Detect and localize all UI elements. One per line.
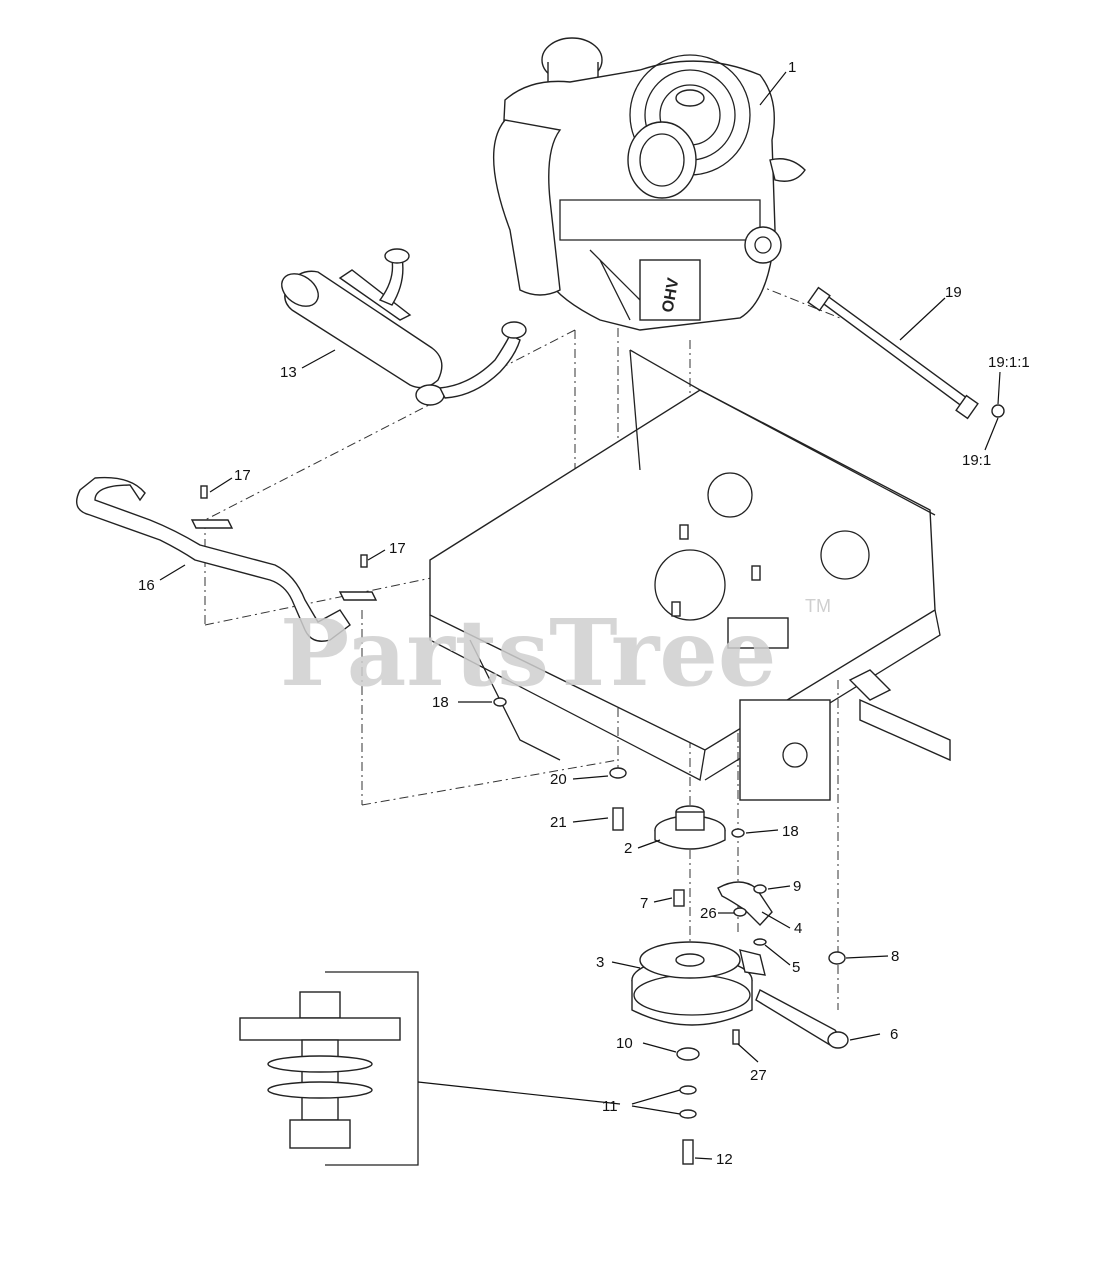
callout-17-a: 17 — [234, 467, 251, 484]
callout-9: 9 — [793, 878, 801, 895]
pulley-assembly — [493, 697, 745, 850]
callout-18-b: 18 — [782, 823, 799, 840]
callout-20: 20 — [550, 771, 567, 788]
leader-lines — [159, 71, 1001, 1160]
callout-5: 5 — [792, 959, 800, 976]
callout-19: 19 — [945, 284, 962, 301]
callout-12: 12 — [716, 1151, 733, 1168]
callout-6: 6 — [890, 1026, 898, 1043]
lower-hardware — [676, 1047, 700, 1165]
engine-part: OHV — [492, 37, 806, 331]
callout-21: 21 — [550, 814, 567, 831]
callout-17-b: 17 — [389, 540, 406, 557]
callout-2: 2 — [624, 840, 632, 857]
detail-inset — [239, 971, 621, 1166]
callout-16: 16 — [138, 577, 155, 594]
shaft-part — [807, 286, 1005, 420]
callout-3: 3 — [596, 954, 604, 971]
callout-4: 4 — [794, 920, 802, 937]
callout-7: 7 — [640, 895, 648, 912]
clutch-assembly — [631, 881, 849, 1049]
callout-18-a: 18 — [432, 694, 449, 711]
muffler-part — [281, 248, 527, 406]
svg-text:OHV: OHV — [660, 276, 683, 313]
callout-27: 27 — [750, 1067, 767, 1084]
watermark: PartsTree — [280, 599, 776, 707]
callout-labels: 1 2 3 4 5 6 7 8 9 10 11 12 13 16 17 17 1… — [138, 59, 1030, 1168]
callout-10: 10 — [616, 1035, 633, 1052]
callout-26: 26 — [700, 905, 717, 922]
callout-11: 11 — [602, 1098, 618, 1115]
watermark-trademark: TM — [805, 596, 831, 616]
callout-1: 1 — [788, 59, 796, 76]
frame-part — [429, 349, 951, 801]
callout-13: 13 — [280, 364, 297, 381]
callout-19-1-1: 19:1:1 — [988, 354, 1030, 371]
callout-19-1: 19:1 — [962, 452, 991, 469]
handle-bar-part — [76, 476, 378, 642]
callout-8: 8 — [891, 948, 899, 965]
